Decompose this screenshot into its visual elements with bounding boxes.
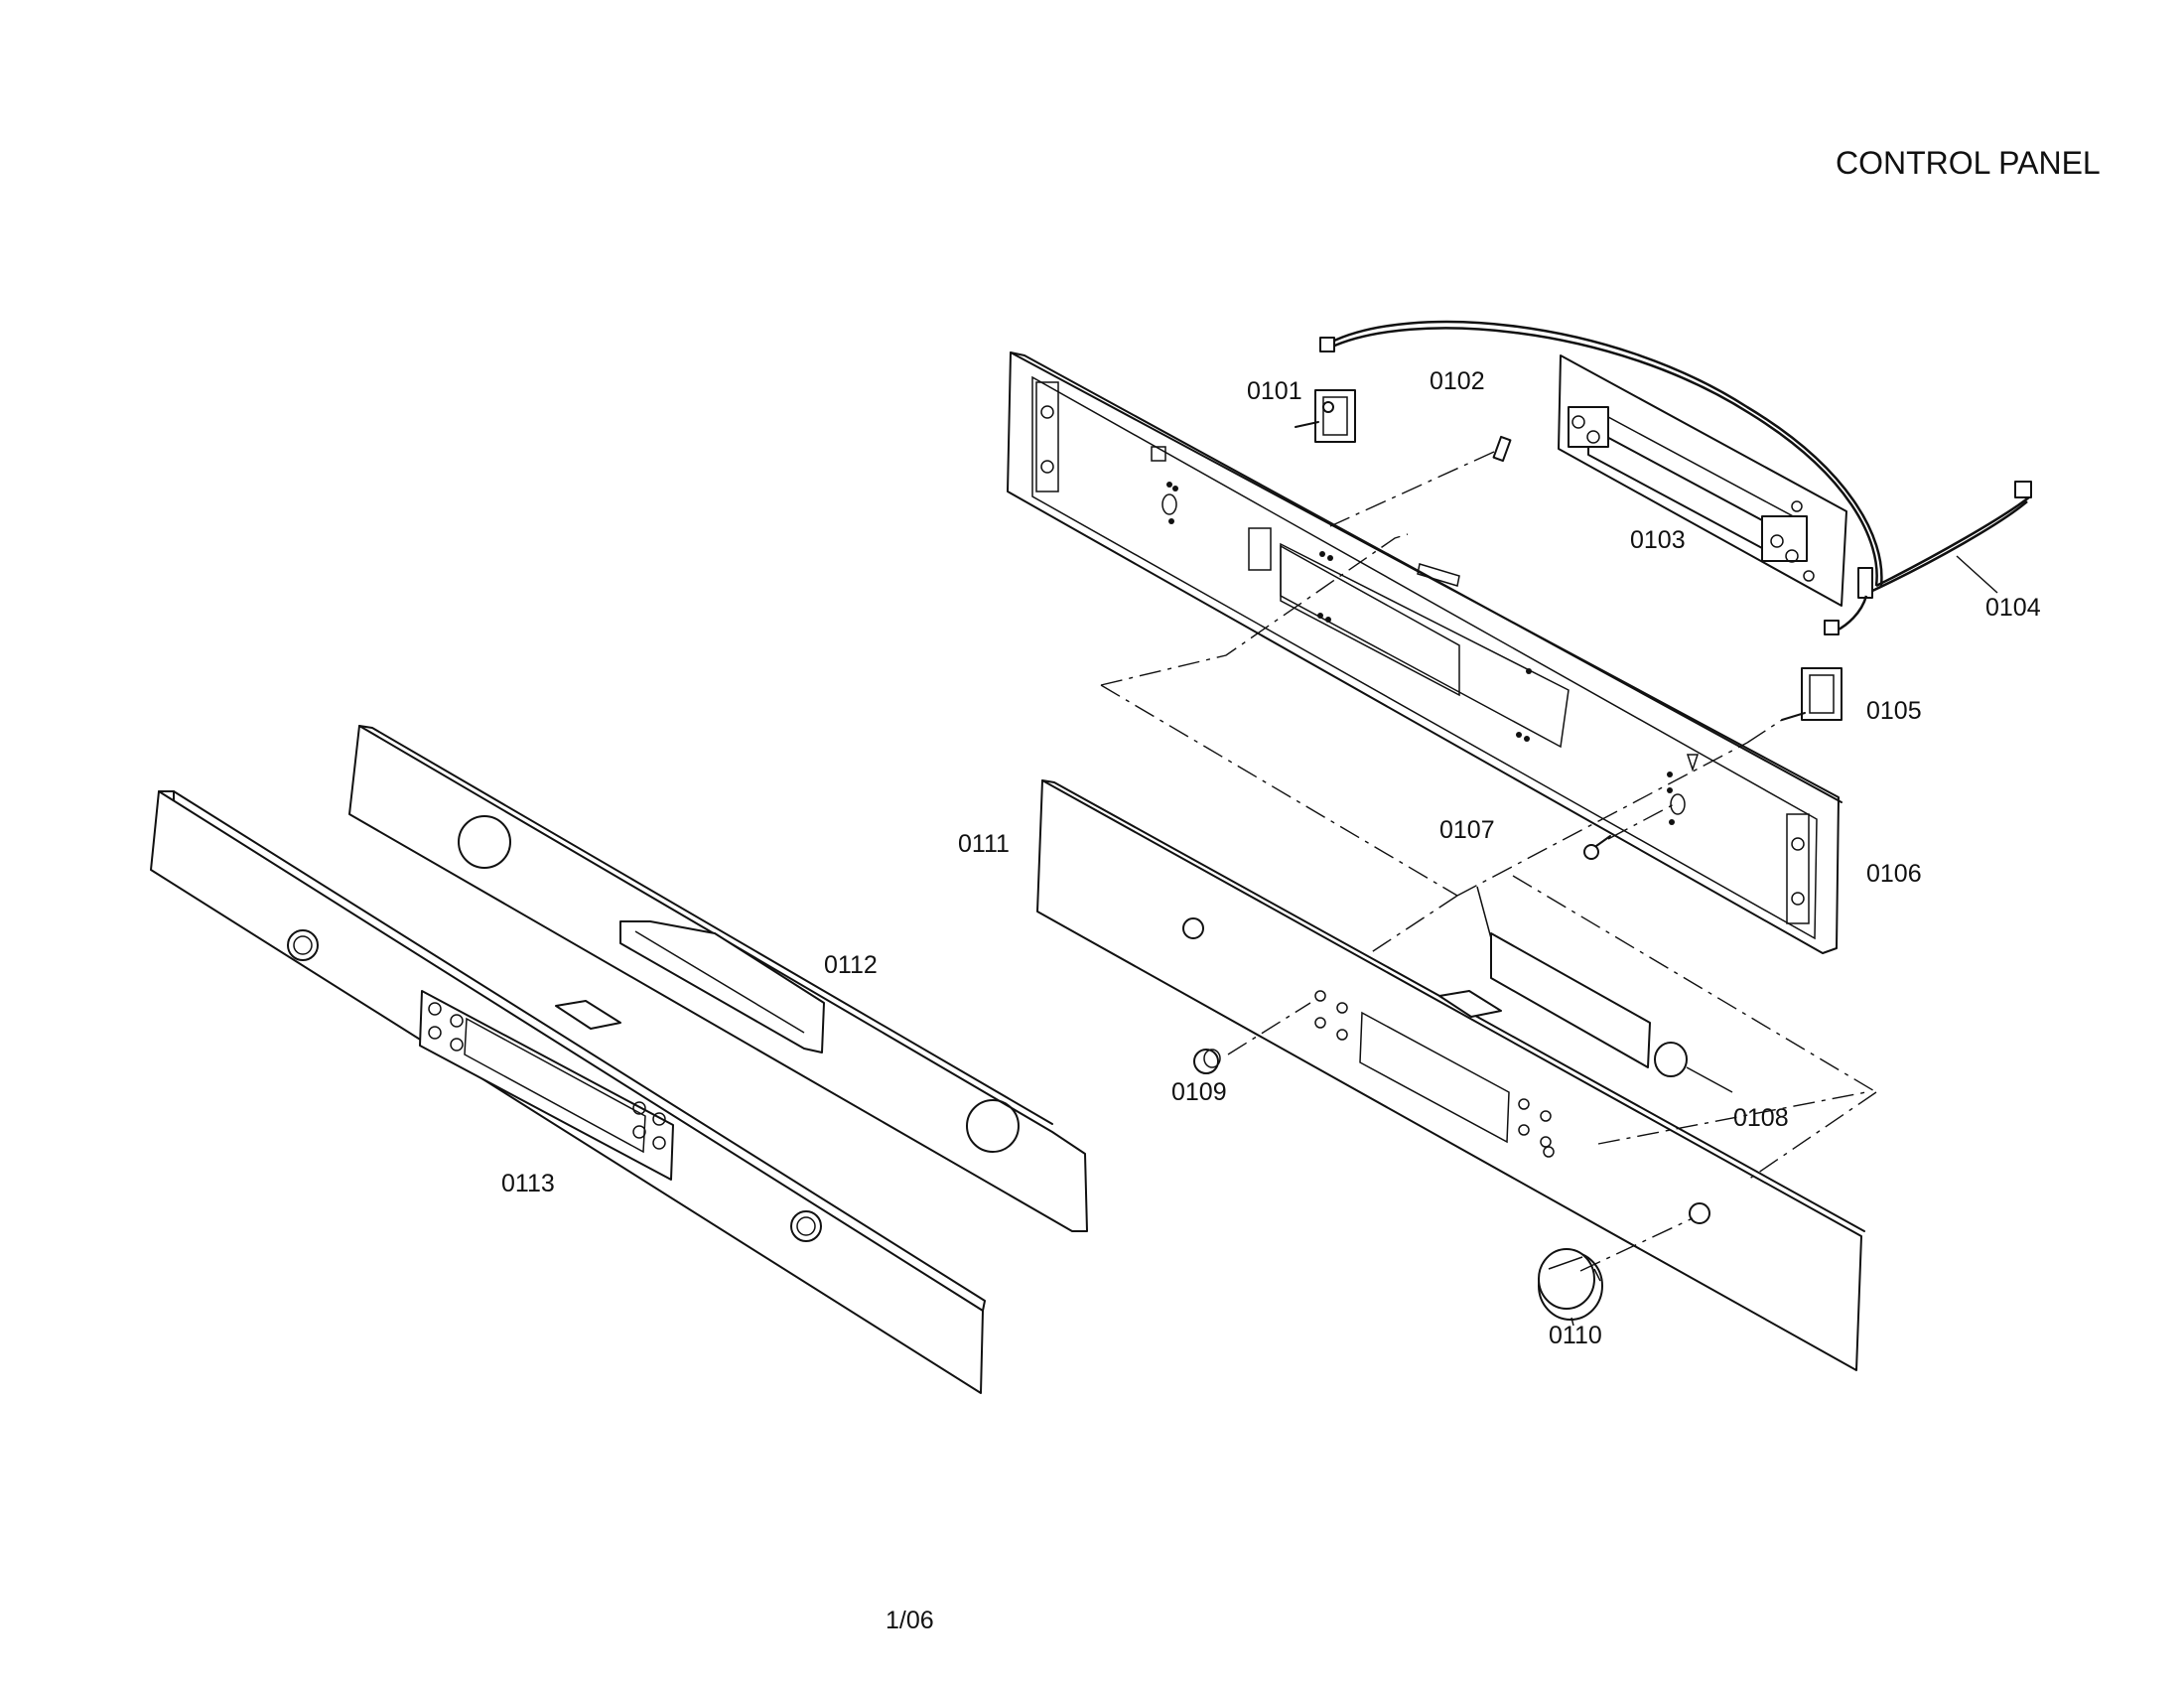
part-label-0101: 0101 [1247,377,1302,405]
part-label-0103: 0103 [1630,526,1686,554]
part-label-0109: 0109 [1171,1078,1227,1106]
part-label-0110: 0110 [1549,1322,1602,1349]
part-0103-module [1558,354,1847,607]
part-label-0104: 0104 [1985,594,2041,622]
part-label-0106: 0106 [1866,860,1922,888]
part-0104-wire-harness [1319,320,2032,635]
part-0111-fascia [1036,779,1865,1371]
part-0110-knob [1538,1248,1603,1321]
leader-lines [1476,555,1998,1327]
part-label-0105: 0105 [1866,697,1922,725]
assembly-lines [1100,451,1877,1272]
part-label-0113: 0113 [501,1170,555,1197]
part-0113-front-glass [150,790,986,1394]
part-0112-trim-panel [348,725,1088,1232]
part-0108-button [1654,1042,1688,1077]
part-0102-pin [1492,435,1512,463]
diagram-title: CONTROL PANEL [1836,145,2101,181]
part-0109-cap [1193,1049,1221,1074]
part-label-0107: 0107 [1439,816,1495,844]
part-label-0112: 0112 [824,951,878,979]
part-label-0111: 0111 [958,830,1010,858]
part-0106-panel-frame [1007,351,1843,954]
part-label-0102: 0102 [1430,367,1485,395]
screw [1583,835,1611,860]
part-0105-switch [1781,667,1843,721]
part-label-0108: 0108 [1733,1104,1789,1132]
part-0101-switch [1295,389,1356,443]
part-0107-lens [1490,932,1651,1068]
page-number: 1/06 [886,1607,934,1634]
